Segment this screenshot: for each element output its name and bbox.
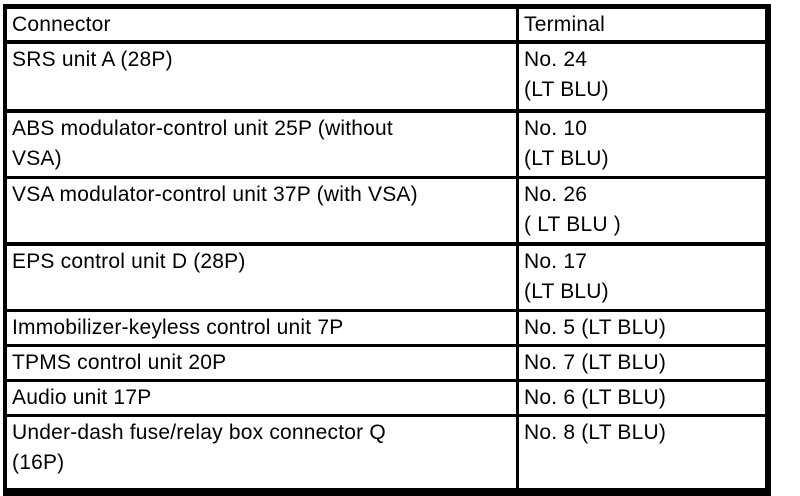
cell-connector: VSA modulator-control unit 37P (with VSA… [12,183,418,206]
table-row-underdash-fusebox: Under-dash fuse/relay box connector Q (1… [7,417,765,488]
cell-terminal: No. 17 (LT BLU) [516,246,765,309]
cell-terminal: No. 24 (LT BLU) [516,44,765,109]
cell-connector: Under-dash fuse/relay box connector Q (1… [12,421,386,474]
cell-connector: Audio unit 17P [12,386,152,409]
cell-terminal: No. 8 (LT BLU) [516,417,765,488]
table-row-eps-control: EPS control unit D (28P) No. 17 (LT BLU) [7,246,765,312]
cell-connector: Immobilizer-keyless control unit 7P [12,316,344,339]
table-row-abs-modulator: ABS modulator-control unit 25P (without … [7,113,765,179]
cell-terminal: No. 6 (LT BLU) [516,382,765,414]
table-row-srs-unit: SRS unit A (28P) No. 24 (LT BLU) [7,44,765,113]
cell-terminal: No. 10 (LT BLU) [516,113,765,176]
table-header-row: Connector Terminal [7,9,765,44]
col-header-connector: Connector [12,13,111,36]
cell-connector: SRS unit A (28P) [12,48,173,71]
table-row-immobilizer: Immobilizer-keyless control unit 7P No. … [7,312,765,347]
table-row-vsa-modulator: VSA modulator-control unit 37P (with VSA… [7,179,765,246]
table-row-audio-unit: Audio unit 17P No. 6 (LT BLU) [7,382,765,417]
cell-terminal: No. 5 (LT BLU) [516,312,765,344]
connector-terminal-table: Connector Terminal SRS unit A (28P) No. … [3,4,771,496]
cell-terminal: No. 7 (LT BLU) [516,347,765,379]
cell-connector: EPS control unit D (28P) [12,250,246,273]
cell-terminal: No. 26 ( LT BLU ) [516,179,765,242]
table-row-tpms: TPMS control unit 20P No. 7 (LT BLU) [7,347,765,382]
cell-connector: TPMS control unit 20P [12,351,227,374]
col-header-terminal: Terminal [516,9,765,40]
cell-connector: ABS modulator-control unit 25P (without … [12,117,393,170]
